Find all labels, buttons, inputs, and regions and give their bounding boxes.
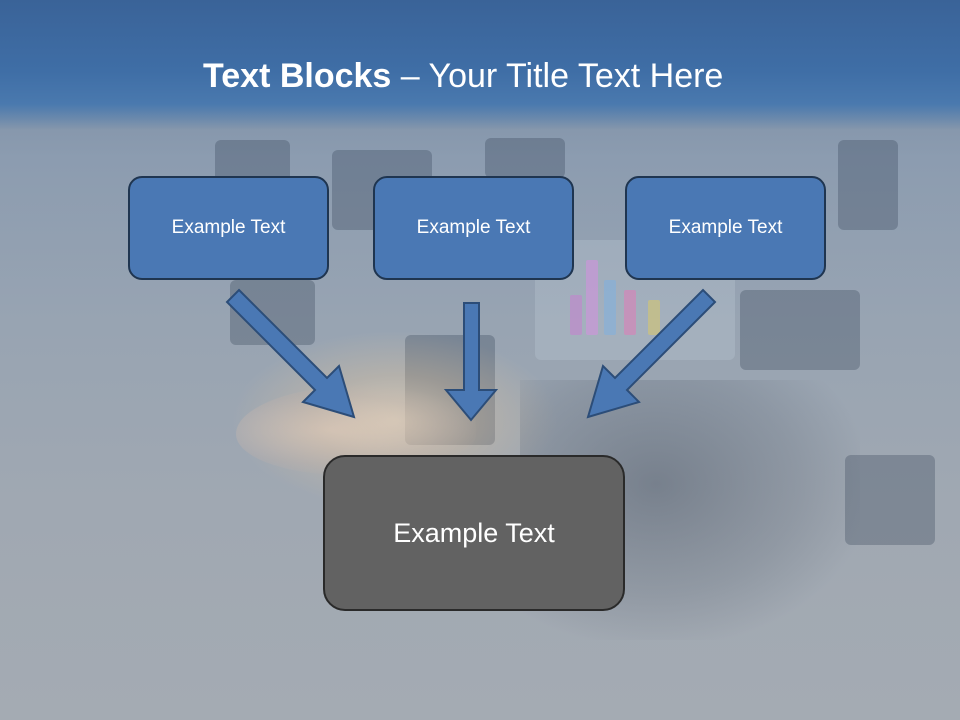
background-tile bbox=[740, 290, 860, 370]
target-block-label: Example Text bbox=[393, 517, 555, 548]
title-bold: Text Blocks bbox=[203, 57, 392, 95]
background-bar-graphic bbox=[560, 245, 670, 335]
background-tile bbox=[838, 140, 898, 230]
arrow-left bbox=[225, 288, 356, 419]
title-band bbox=[0, 0, 960, 130]
slide-title: Text Blocks – Your Title Text Here bbox=[203, 56, 723, 96]
target-block[interactable]: Example Text bbox=[323, 455, 625, 611]
arrow-right bbox=[586, 288, 717, 419]
text-block-2-label: Example Text bbox=[416, 217, 531, 238]
text-block-2[interactable]: Example Text bbox=[373, 176, 574, 280]
text-block-3[interactable]: Example Text bbox=[625, 176, 826, 280]
arrow-middle bbox=[443, 302, 499, 422]
text-block-1-label: Example Text bbox=[171, 217, 286, 238]
background-tile bbox=[845, 455, 935, 545]
text-block-3-label: Example Text bbox=[668, 217, 783, 238]
text-block-1[interactable]: Example Text bbox=[128, 176, 329, 280]
background-tile bbox=[485, 138, 565, 178]
title-dash: – bbox=[391, 57, 429, 95]
title-rest: Your Title Text Here bbox=[428, 57, 724, 95]
